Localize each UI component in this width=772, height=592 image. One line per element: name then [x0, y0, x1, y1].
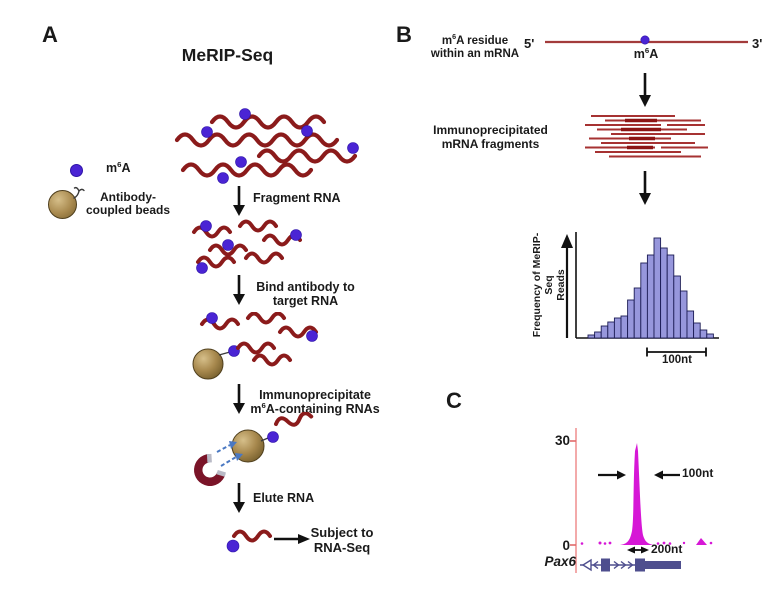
- rna-strand: [180, 162, 314, 178]
- rna-fragment: [238, 219, 278, 233]
- down-arrow-icon: [233, 384, 245, 414]
- m6a-dot: [640, 35, 650, 45]
- exon: [635, 558, 645, 572]
- field-arrowhead: [235, 453, 243, 461]
- m6a-dot: [222, 239, 234, 251]
- scale-bar-label: 100nt: [661, 354, 693, 366]
- down-arrow-icon: [233, 186, 245, 216]
- m6a-dot: [267, 431, 279, 443]
- gene-model: [580, 558, 681, 572]
- step-immunoprecipitate-label: Immunoprecipitate m6A-containing RNAs: [250, 388, 380, 417]
- scale-bar: [646, 347, 707, 357]
- antibody-tether: [218, 351, 231, 356]
- magnet-icon: [194, 453, 226, 486]
- magnetic-field-arrows: [216, 444, 237, 467]
- three-prime-label: 3': [752, 36, 763, 51]
- m6a-dot: [347, 142, 359, 154]
- read-stack: [585, 115, 708, 158]
- rna-fragment: [192, 225, 232, 239]
- antibody-icon: [73, 186, 85, 199]
- peak-width-arrows: [598, 470, 680, 480]
- intron-chevron: [592, 560, 599, 570]
- region-width-label: 200nt: [651, 542, 683, 556]
- down-arrow-icon: [639, 73, 651, 107]
- intron-chevron: [613, 560, 620, 570]
- rna-strand: [174, 132, 340, 148]
- rna-fragment: [278, 325, 318, 339]
- rna-strand: [209, 114, 327, 130]
- step-elute-label: Elute RNA: [253, 491, 315, 505]
- legend-m6a-label: m6A: [106, 159, 131, 175]
- y-max-tick-label: 30: [554, 433, 570, 448]
- gene-name-label: Pax6: [544, 554, 576, 569]
- rna-fragment-cluster: [192, 219, 302, 274]
- read-overlap-dark: [621, 118, 661, 150]
- panel-a-label: A: [42, 22, 58, 47]
- m6a-dot: [239, 108, 251, 120]
- right-arrow-icon: [274, 534, 310, 544]
- rna-fragment: [274, 412, 314, 427]
- gene-start-triangle: [581, 558, 592, 572]
- step-fragment-label: Fragment RNA: [253, 191, 341, 205]
- ip-fragments-label: Immunoprecipitated mRNA fragments: [433, 123, 548, 151]
- panel-b-label: B: [396, 22, 412, 47]
- rna-fragment: [196, 255, 236, 269]
- noise-specks: [580, 538, 713, 545]
- rna-fragment: [232, 529, 272, 543]
- legend-bead-icon: [48, 190, 77, 219]
- mrna-line: [545, 35, 748, 45]
- coverage-plot: [570, 428, 713, 573]
- m6a-dot: [226, 539, 240, 553]
- coverage-peak: [620, 443, 654, 545]
- m6a-dot: [217, 172, 229, 184]
- m6a-dot: [301, 125, 313, 137]
- rna-strand: [256, 148, 358, 164]
- read-frequency-histogram: [561, 232, 719, 339]
- double-arrow-icon: [627, 546, 649, 554]
- antibody-tether: [260, 437, 269, 442]
- legend-m6a-dot-icon: [70, 164, 83, 177]
- intron-chevron: [627, 560, 634, 570]
- m6a-dot: [306, 330, 318, 342]
- rna-fragment: [236, 341, 276, 355]
- rna-fragment: [252, 353, 292, 367]
- antibody-bead: [192, 348, 224, 380]
- field-arrowhead: [229, 441, 237, 449]
- m6a-dot: [290, 229, 302, 241]
- down-arrow-icon: [639, 171, 651, 205]
- m6a-dot: [206, 312, 218, 324]
- panel-c-label: C: [446, 388, 462, 413]
- up-arrow-head-icon: [561, 234, 573, 248]
- m6a-dot: [235, 156, 247, 168]
- histogram-bars: [587, 237, 714, 339]
- down-arrow-icon: [233, 275, 245, 305]
- magnet-elution-scene: [194, 412, 314, 486]
- m6a-dot: [201, 126, 213, 138]
- panel-a-title: MeRIP-Seq: [181, 45, 274, 65]
- rna-strand-cluster: [174, 108, 359, 184]
- utr-bar: [645, 561, 681, 569]
- peak-width-label: 100nt: [682, 466, 714, 480]
- bead-capture-cluster: [192, 312, 318, 380]
- m6a-dot: [196, 262, 208, 274]
- rna-fragment: [244, 251, 284, 265]
- m6a-site-label: m6A: [633, 45, 659, 61]
- rna-fragment: [246, 312, 286, 325]
- down-arrow-icon: [233, 483, 245, 513]
- legend-beads-label: Antibody- coupled beads: [85, 190, 171, 218]
- y-min-tick-label: 0: [562, 538, 570, 553]
- step-subject-label: Subject to RNA-Seq: [310, 525, 374, 555]
- five-prime-label: 5': [524, 36, 535, 51]
- mrna-residue-label: m6A residue within an mRNA: [430, 33, 520, 60]
- read-lines: [585, 115, 708, 158]
- eluted-fragment: [226, 529, 272, 553]
- intron-chevron: [620, 560, 627, 570]
- exon: [601, 558, 610, 572]
- step-bind-label: Bind antibody to target RNA: [256, 280, 355, 309]
- m6a-dot: [200, 220, 212, 232]
- rna-fragment: [208, 243, 248, 257]
